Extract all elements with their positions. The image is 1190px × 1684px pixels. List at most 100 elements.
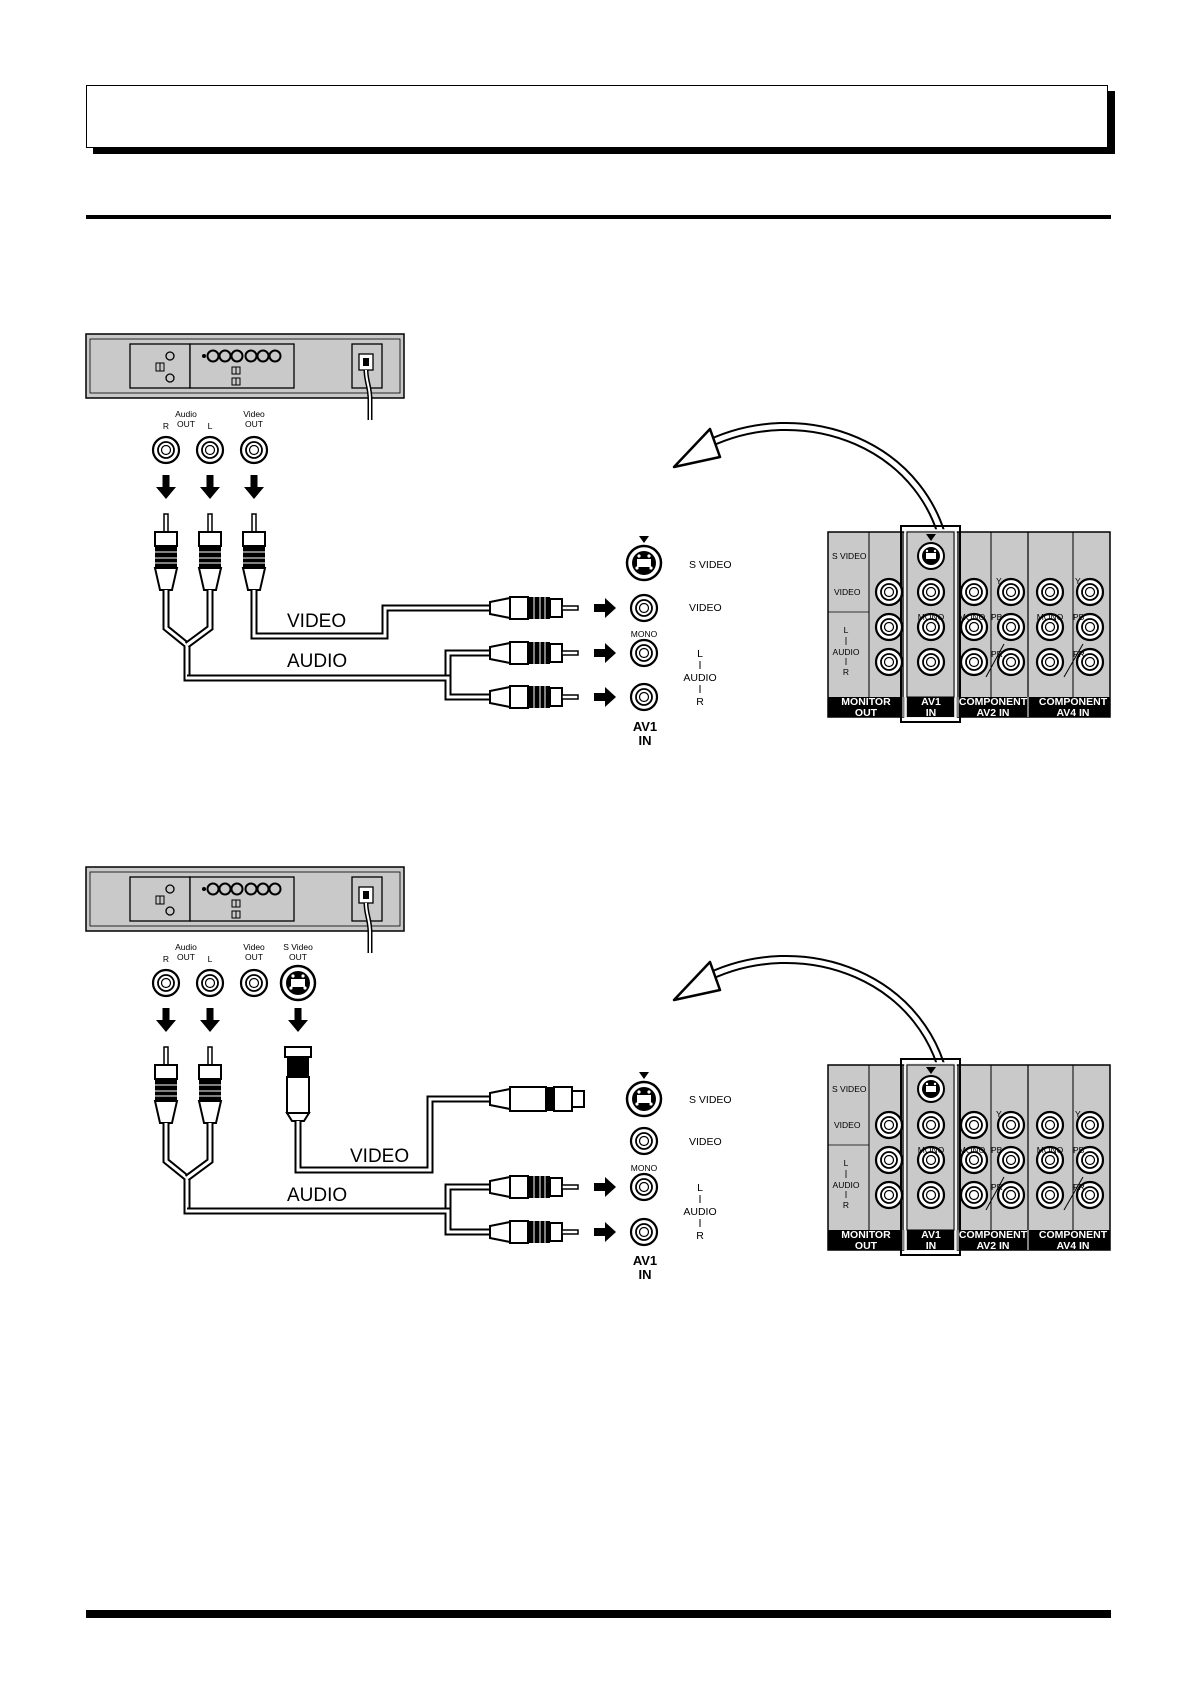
tv2-av2-in-label: AV2 IN (976, 1240, 1009, 1252)
tv2-av4-y-label: Y (1075, 1109, 1081, 1119)
av1b-title: AV1 (633, 1253, 657, 1268)
av1-svideo-label: S VIDEO (689, 559, 732, 571)
vcr2-audio-r-jack (151, 968, 181, 998)
av1-video-jack (629, 593, 659, 623)
av1b-l-label: L (697, 1182, 703, 1194)
vcr2-svideo-out-label: OUT (289, 952, 307, 962)
tv2-av2-pr-label: PR (991, 1182, 1003, 1192)
tv-av4-pb-label: PB (1073, 612, 1085, 622)
tv2-component-av4-label: COMPONENT (1039, 1229, 1108, 1241)
svideo-plug-h (489, 1086, 585, 1112)
cable2-audio-label: AUDIO (287, 1185, 347, 1206)
av1-audio-label: AUDIO (683, 672, 716, 684)
vcr-video-label: Video (243, 409, 265, 419)
tv-component-av2-label: COMPONENT (959, 696, 1028, 708)
tv-av2-y-label: Y (996, 576, 1002, 586)
av1-r-label: R (696, 696, 704, 708)
tv2-video-label: VIDEO (834, 1120, 861, 1130)
vcr2-svideo-label: S Video (283, 942, 313, 952)
arrow-down-icon (200, 475, 220, 499)
vcr2-audio-label: Audio (175, 942, 197, 952)
arrow-right-icon (594, 643, 616, 663)
av1-audio-r-jack (629, 682, 659, 712)
page-title-box (86, 85, 1108, 148)
tv-av2-mono-label: MONO (959, 612, 986, 622)
av1-video-label: VIDEO (689, 602, 722, 614)
tv-av4-mono-label: MONO (1037, 612, 1064, 622)
svideo-plug (284, 1046, 312, 1122)
arrow-down-icon (156, 475, 176, 499)
tv2-av4-pr-label: PR (1073, 1182, 1085, 1192)
vcr2-audio-l-jack (195, 968, 225, 998)
av1b-audio-l-jack (629, 1172, 659, 1202)
arrow-right-icon (594, 687, 616, 707)
av1b-mono-label: MONO (631, 1163, 658, 1173)
arrow-down-icon (200, 1008, 220, 1032)
tv2-av4-pb-label: PB (1073, 1145, 1085, 1155)
vcr-audio-l-jack (195, 435, 225, 465)
tv-monitor-label: MONITOR (841, 696, 891, 708)
arrow-right-icon (594, 598, 616, 618)
vcr2-svideo-jack (279, 964, 317, 1002)
tv2-av1-label: AV1 (921, 1229, 941, 1241)
tv2-r-label: R (843, 1200, 849, 1210)
tv-av1-mono-label: MONO (918, 612, 945, 622)
av1-mono-label: MONO (631, 629, 658, 639)
audio2-l-plug (198, 1046, 222, 1124)
av1b-r-label: R (696, 1230, 704, 1242)
tv-av1-label: AV1 (921, 696, 941, 708)
vcr2-video-jack (239, 968, 269, 998)
tv2-l-label: L (844, 1158, 849, 1168)
tv2-svideo-label: S VIDEO (832, 1084, 867, 1094)
tv-video-label: VIDEO (834, 587, 861, 597)
tv-av4-in-label: AV4 IN (1056, 707, 1089, 719)
tv2-monitor-out-label: OUT (855, 1240, 878, 1252)
tv-av2-in-label: AV2 IN (976, 707, 1009, 719)
vcr2-r-label: R (163, 954, 169, 964)
video-plug-h (489, 596, 579, 620)
av1b-svideo-label: S VIDEO (689, 1094, 732, 1106)
av1-svideo-jack (625, 544, 663, 582)
tv-svideo-label: S VIDEO (832, 551, 867, 561)
diagram-svideo-connection: Audio OUT R L Video OUT S Video OUT VIDE… (86, 867, 1110, 1282)
vcr-l-label: L (208, 421, 213, 431)
cable-audio-label: AUDIO (287, 651, 347, 672)
tv2-monitor-label: MONITOR (841, 1229, 891, 1241)
tv-av2-pr-label: PR (991, 649, 1003, 659)
tv-panel-1-labels: S VIDEO VIDEO L AUDIO R MONO MONO MONO Y… (832, 551, 1108, 719)
av1b-video-jack (629, 1126, 659, 1156)
tv-panel-2 (828, 1059, 1110, 1255)
vcr2-video-out-label: OUT (245, 952, 263, 962)
cable2-video-label: VIDEO (350, 1146, 409, 1167)
av1-title: AV1 (633, 719, 657, 734)
cable-video-label: VIDEO (287, 611, 346, 632)
tv2-av1-mono-label: MONO (918, 1145, 945, 1155)
vcr-unit-2 (86, 867, 404, 953)
tv-l-label: L (844, 625, 849, 635)
tv-av4-y-label: Y (1075, 576, 1081, 586)
audio2-r-plug (154, 1046, 178, 1124)
tv2-av2-mono-label: MONO (959, 1145, 986, 1155)
arrow-down-icon (156, 1008, 176, 1032)
audio2-r-plug-h (489, 1220, 579, 1244)
tv-panel-1 (828, 526, 1110, 722)
header-rule (86, 215, 1111, 219)
audio-r-plug-h (489, 685, 579, 709)
vcr2-audio-out-label: OUT (177, 952, 195, 962)
vcr-video-out-label: OUT (245, 419, 263, 429)
av1-in-label: IN (639, 733, 652, 748)
tv2-av1-in-label: IN (926, 1240, 937, 1252)
tv-r-label: R (843, 667, 849, 677)
av1-l-label: L (697, 648, 703, 660)
tv-component-av4-label: COMPONENT (1039, 696, 1108, 708)
audio2-l-plug-h (489, 1175, 579, 1199)
av1b-video-label: VIDEO (689, 1136, 722, 1148)
vcr2-video-label: Video (243, 942, 265, 952)
audio-l-plug (198, 513, 222, 591)
tv2-av2-pb-label: PB (991, 1145, 1003, 1155)
av1b-audio-label: AUDIO (683, 1206, 716, 1218)
arrow-right-icon (594, 1177, 616, 1197)
vcr-video-jack (239, 435, 269, 465)
tv-av2-pb-label: PB (991, 612, 1003, 622)
